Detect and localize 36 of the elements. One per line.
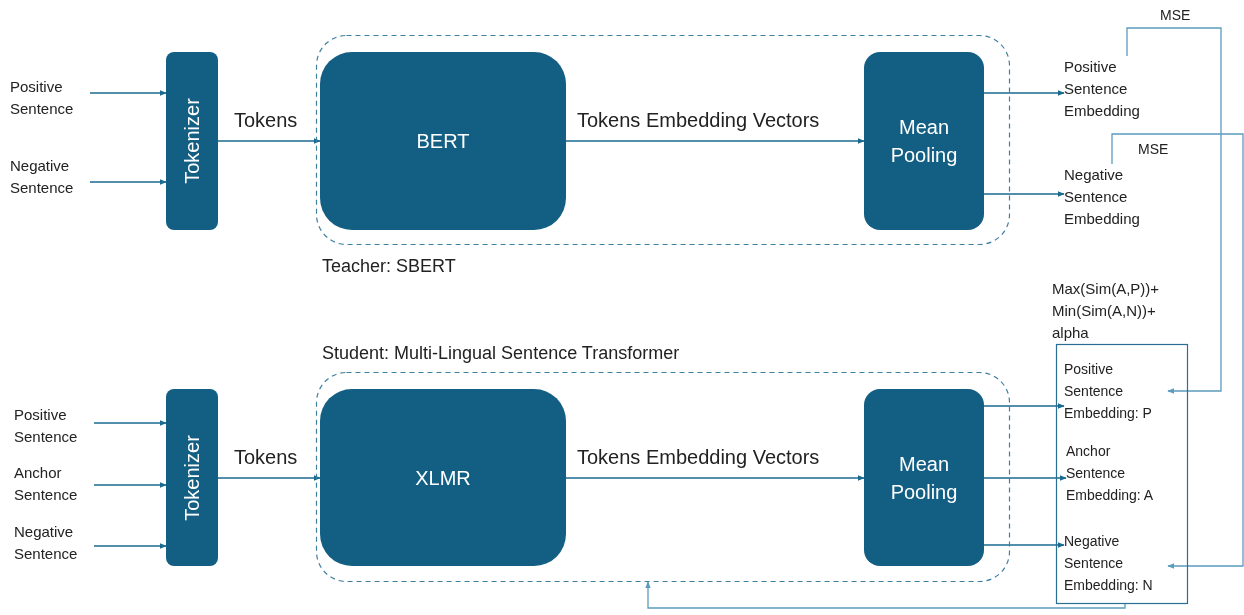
sentence-label: Negative Sentence Embedding: N	[1064, 530, 1168, 596]
model-block: Mean Pooling	[864, 389, 984, 566]
sentence-label: Anchor Sentence	[14, 462, 94, 506]
arrow	[93, 543, 167, 549]
arrow	[217, 475, 321, 481]
arrow	[983, 542, 1065, 548]
arrow	[565, 138, 865, 144]
arrow	[89, 179, 167, 185]
sentence-label: Positive Sentence Embedding: P	[1064, 358, 1168, 424]
arrow	[93, 482, 167, 488]
arrow	[565, 475, 865, 481]
sentence-label: Positive Sentence Embedding	[1064, 56, 1156, 122]
sentence-label: Positive Sentence	[10, 76, 90, 120]
tokenizer-block: Tokenizer	[166, 52, 218, 230]
sentence-label: Anchor Sentence Embedding: A	[1066, 440, 1170, 506]
model-block: Mean Pooling	[864, 52, 984, 230]
sentence-label: Negative Sentence	[10, 155, 90, 199]
arrow	[217, 138, 321, 144]
group-heading: Student: Multi-Lingual Sentence Transformer	[322, 342, 680, 364]
arrow	[645, 581, 1126, 609]
arrow	[983, 475, 1067, 481]
arrow	[1126, 27, 1222, 394]
model-block: BERT	[320, 52, 566, 230]
arrow	[983, 191, 1065, 197]
sentence-label: Negative Sentence Embedding	[1064, 164, 1156, 230]
arrow	[93, 420, 167, 426]
arrow	[983, 403, 1065, 409]
arrow	[1111, 133, 1244, 569]
group-heading: Teacher: SBERT	[322, 255, 456, 277]
tokenizer-block: Tokenizer	[166, 389, 218, 566]
arrow	[89, 90, 167, 96]
model-block: XLMR	[320, 389, 566, 566]
arrow	[983, 90, 1065, 96]
sentence-label: Negative Sentence	[14, 521, 94, 565]
sentence-label: Positive Sentence	[14, 404, 94, 448]
loss-formula: Max(Sim(A,P))+ Min(Sim(A,N))+ alpha	[1052, 279, 1161, 343]
